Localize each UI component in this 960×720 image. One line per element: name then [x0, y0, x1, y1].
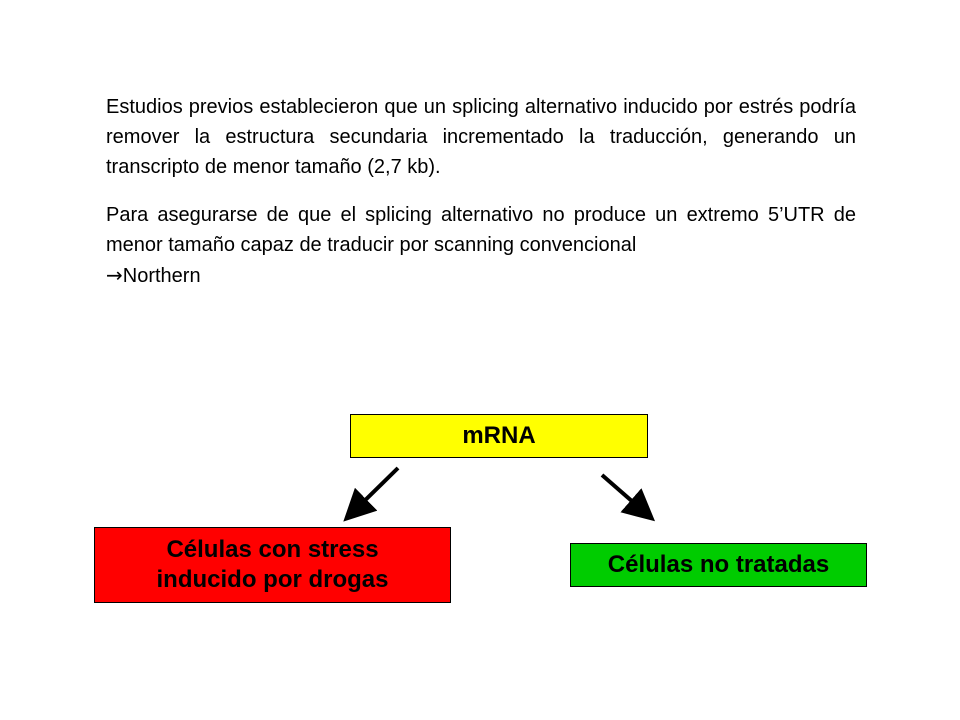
untreated-cells-label: Células no tratadas	[607, 551, 830, 578]
right-arrow-icon: →	[106, 263, 123, 287]
text-block: Estudios previos establecieron que un sp…	[106, 92, 856, 291]
stressed-cells-box: Células con stress inducido por drogas	[94, 527, 451, 603]
stressed-cells-label: Células con stress inducido por drogas	[157, 535, 389, 595]
mrna-label: mRNA	[462, 422, 536, 449]
untreated-cells-box: Células no tratadas	[570, 543, 867, 587]
stressed-cells-label-line1: Células con stress	[166, 536, 379, 563]
paragraph-previous-studies: Estudios previos establecieron que un sp…	[106, 96, 856, 178]
stressed-cells-label-line2: inducido por drogas	[156, 566, 389, 593]
mrna-box: mRNA	[350, 414, 648, 458]
northern-label: Northern	[122, 265, 201, 287]
arrow-to-untreated-cells	[600, 473, 656, 522]
paragraph-northern-text: Para asegurarse de que el splicing alter…	[106, 204, 856, 256]
arrow-to-stressed-cells	[343, 466, 400, 522]
paragraph-northern-rationale: Para asegurarse de que el splicing alter…	[106, 200, 856, 291]
